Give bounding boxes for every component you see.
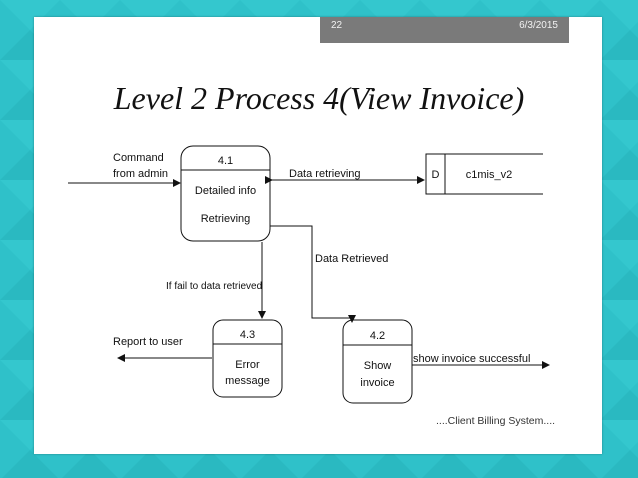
flow-command-label-line1: Command — [113, 152, 164, 164]
process-4-2: 4.2 Show invoice — [342, 319, 413, 404]
process-4-3-id: 4.3 — [240, 329, 255, 341]
header-bar — [320, 17, 569, 43]
flow-if-fail: If fail to data retrieved — [166, 242, 266, 319]
flow-report-to-user-label: Report to user — [113, 336, 183, 348]
flow-command-label-line2: from admin — [113, 168, 168, 180]
process-4-3-label-line2: message — [225, 375, 270, 387]
process-4-1-id: 4.1 — [218, 155, 233, 167]
datastore-c1mis: D c1mis_v2 — [425, 153, 543, 195]
slide-date: 6/3/2015 — [519, 20, 558, 31]
flow-data-retrieving-label: Data retrieving — [289, 168, 361, 180]
flow-command-from-admin: Command from admin — [68, 152, 181, 187]
slide-title: Level 2 Process 4(View Invoice) — [113, 80, 525, 116]
flow-data-retrieving: Data retrieving — [265, 168, 425, 184]
slide-number: 22 — [331, 20, 343, 31]
process-4-3: 4.3 Error message — [212, 319, 283, 398]
flow-show-invoice-label: show invoice successful — [413, 353, 530, 365]
process-4-2-label-line2: invoice — [360, 377, 394, 389]
flow-data-retrieved: Data Retrieved — [270, 225, 388, 323]
process-4-2-label-line1: Show — [364, 360, 392, 372]
process-4-1-label-line2: Retrieving — [201, 213, 251, 225]
flow-report-to-user: Report to user — [113, 336, 212, 362]
process-4-2-id: 4.2 — [370, 330, 385, 342]
flow-show-invoice-successful: show invoice successful — [412, 353, 550, 369]
process-4-1: 4.1 Detailed info Retrieving — [180, 145, 271, 242]
datastore-name: c1mis_v2 — [466, 169, 512, 181]
process-4-3-label-line1: Error — [235, 359, 260, 371]
footer-caption: ....Client Billing System.... — [436, 415, 556, 427]
flow-data-retrieved-label: Data Retrieved — [315, 253, 388, 265]
process-4-1-label-line1: Detailed info — [195, 185, 256, 197]
flow-if-fail-label: If fail to data retrieved — [166, 281, 262, 292]
datastore-code: D — [432, 169, 440, 181]
slide-canvas — [34, 17, 602, 454]
